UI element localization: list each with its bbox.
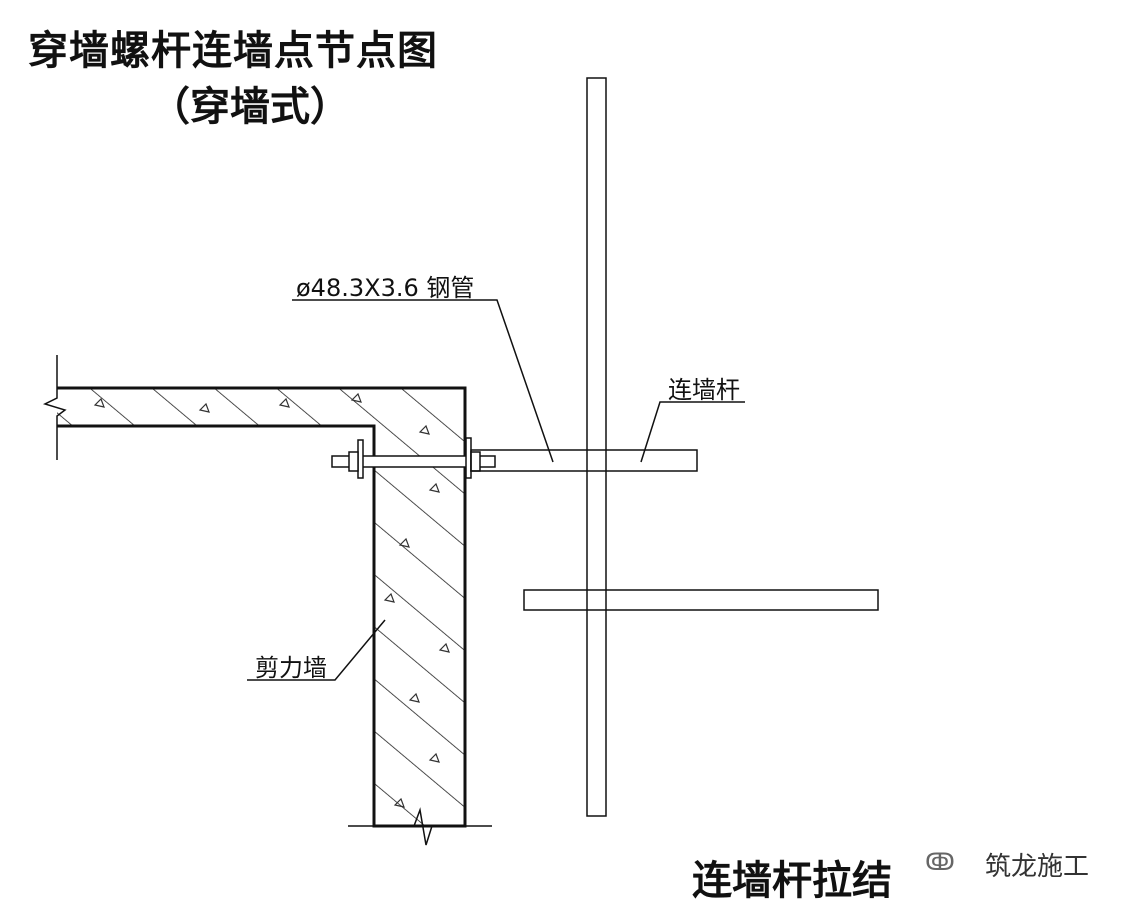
- leader-lines: [247, 299, 745, 681]
- tie-rod-label: 连墙杆: [668, 376, 740, 404]
- drawing-subtitle: （穿墙式）: [150, 84, 350, 130]
- ground-line: [348, 807, 492, 846]
- watermark: 筑龙施工: [985, 852, 1090, 882]
- horizontal-pole: [523, 589, 879, 611]
- pipe-label: ø48.3X3.6 钢管: [296, 274, 475, 302]
- concrete-slab-and-wall: [57, 386, 467, 828]
- caption: 连墙杆拉结: [692, 858, 892, 904]
- vertical-pole: [586, 77, 607, 817]
- break-line-left: [42, 355, 67, 460]
- wall-tie-tube: [470, 449, 698, 472]
- shear-wall-label: 剪力墙: [255, 654, 327, 682]
- drawing-title: 穿墙螺杆连墙点节点图: [28, 28, 438, 74]
- wechat-logo-icon: ↂ: [925, 848, 955, 876]
